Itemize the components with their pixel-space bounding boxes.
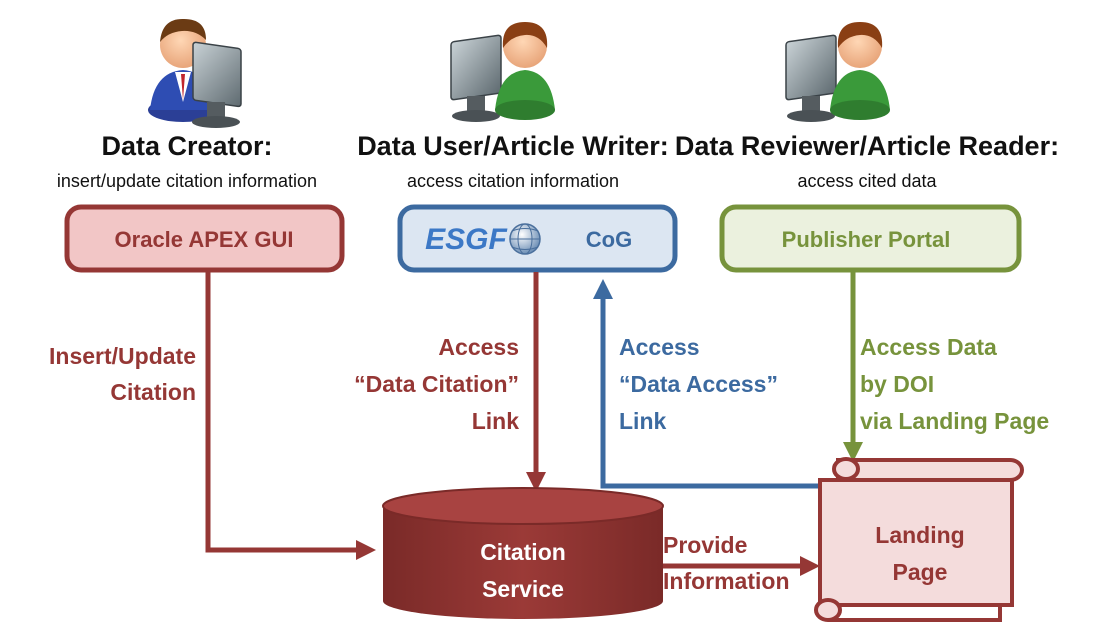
access-data-access-line-1: Access (619, 334, 700, 360)
publisher-portal-box: Publisher Portal (719, 204, 1022, 273)
landing-page-line-2: Page (893, 559, 948, 585)
insert-update-line-1: Insert/Update (49, 343, 196, 369)
role-title-data-reviewer: Data Reviewer/Article Reader: (675, 131, 1059, 161)
access-data-doi-label: Access Data by DOI via Landing Page (860, 334, 1049, 434)
insert-update-arrow (205, 272, 376, 560)
provide-information-line-1: Provide (663, 532, 747, 558)
landing-page-line-1: Landing (875, 522, 964, 548)
cog-label: CoG (586, 227, 632, 252)
access-data-access-label: Access “Data Access” Link (619, 334, 778, 434)
esgf-cog-box: ESGF CoG (397, 204, 678, 273)
oracle-apex-gui-box: Oracle APEX GUI (64, 204, 345, 273)
access-data-doi-line-3: via Landing Page (860, 408, 1049, 434)
esgf-logo-text: ESGF (425, 223, 507, 256)
access-data-access-line-3: Link (619, 408, 666, 434)
provide-information-line-2: Information (663, 568, 790, 594)
role-title-data-user: Data User/Article Writer: (357, 131, 669, 161)
role-desc-data-user: access citation information (407, 171, 619, 191)
insert-update-line-2: Citation (110, 379, 196, 405)
access-citation-label: Access “Data Citation” Link (354, 334, 519, 434)
access-data-access-line-2: “Data Access” (619, 371, 778, 397)
data-reviewer-user-icon (785, 22, 890, 122)
oracle-apex-gui-label: Oracle APEX GUI (115, 227, 294, 252)
role-desc-data-creator: insert/update citation information (57, 171, 317, 191)
citation-service-line-1: Citation (480, 539, 566, 565)
role-desc-data-reviewer: access cited data (797, 171, 937, 191)
access-citation-line-1: Access (438, 334, 519, 360)
provide-information-label: Provide Information (663, 532, 790, 594)
access-citation-line-2: “Data Citation” (354, 371, 519, 397)
access-data-doi-line-2: by DOI (860, 371, 934, 397)
data-user-user-icon (450, 22, 555, 122)
insert-update-label: Insert/Update Citation (49, 343, 196, 405)
data-creator-user-icon (148, 18, 242, 128)
scroll-icon (814, 457, 1024, 622)
role-title-data-creator: Data Creator: (101, 131, 272, 161)
citation-service-line-2: Service (482, 576, 564, 602)
publisher-portal-label: Publisher Portal (782, 227, 951, 252)
database-cylinder-icon (382, 487, 664, 619)
access-data-access-arrow (593, 279, 838, 489)
globe-icon (509, 223, 541, 255)
access-citation-line-3: Link (472, 408, 519, 434)
access-data-doi-line-1: Access Data (860, 334, 997, 360)
